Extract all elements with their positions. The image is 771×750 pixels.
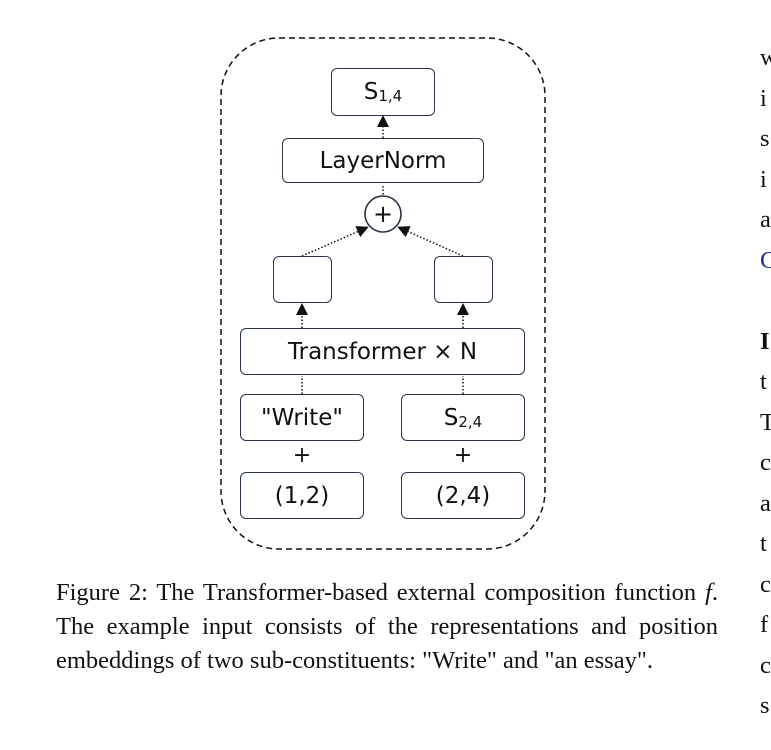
right-plus: +	[453, 443, 473, 468]
dashed-container	[220, 37, 546, 550]
right-column-line: c	[760, 570, 771, 598]
right-hidden-box	[434, 256, 493, 303]
right-column-line: a	[760, 489, 771, 517]
right-position-box: (2,4)	[401, 472, 525, 519]
left-token-box: "Write"	[240, 394, 364, 441]
caption-symbol: f	[705, 579, 712, 606]
transformer-box: Transformer × N	[240, 328, 525, 375]
figure-caption: Figure 2: The Transformer-based external…	[56, 576, 718, 678]
right-column-line: i	[760, 165, 767, 193]
right-token-label: S	[443, 404, 459, 431]
output-label-subscript: 1,4	[378, 87, 403, 105]
right-column-line: T	[760, 408, 771, 436]
right-column-line: w	[760, 44, 771, 71]
right-column-line: t	[760, 368, 767, 395]
right-column-line: s	[760, 125, 770, 152]
left-position-box: (1,2)	[240, 472, 364, 519]
sum-circle	[364, 195, 402, 233]
right-column-line: f	[760, 611, 769, 638]
right-column-line: c	[760, 651, 771, 679]
caption-prefix: Figure 2: The Transformer-based external…	[56, 579, 706, 606]
output-label: S	[363, 79, 379, 105]
layernorm-box: LayerNorm	[282, 138, 484, 183]
right-column-line: c	[760, 449, 771, 476]
right-column-line: I	[760, 327, 770, 355]
right-token-subscript: 2,4	[458, 412, 483, 431]
right-column-line: a	[760, 206, 771, 233]
right-column-line: s	[760, 692, 770, 719]
left-plus: +	[292, 443, 312, 468]
right-column-line: C	[760, 246, 771, 274]
sum-symbol: +	[372, 200, 394, 228]
caption-rest: . The example input consists of the repr…	[56, 579, 718, 674]
right-column-line	[760, 281, 771, 322]
right-column-line: t	[760, 530, 767, 557]
diagram-connectors	[220, 37, 546, 550]
right-column-line: i	[760, 84, 767, 112]
left-hidden-box	[273, 256, 332, 303]
